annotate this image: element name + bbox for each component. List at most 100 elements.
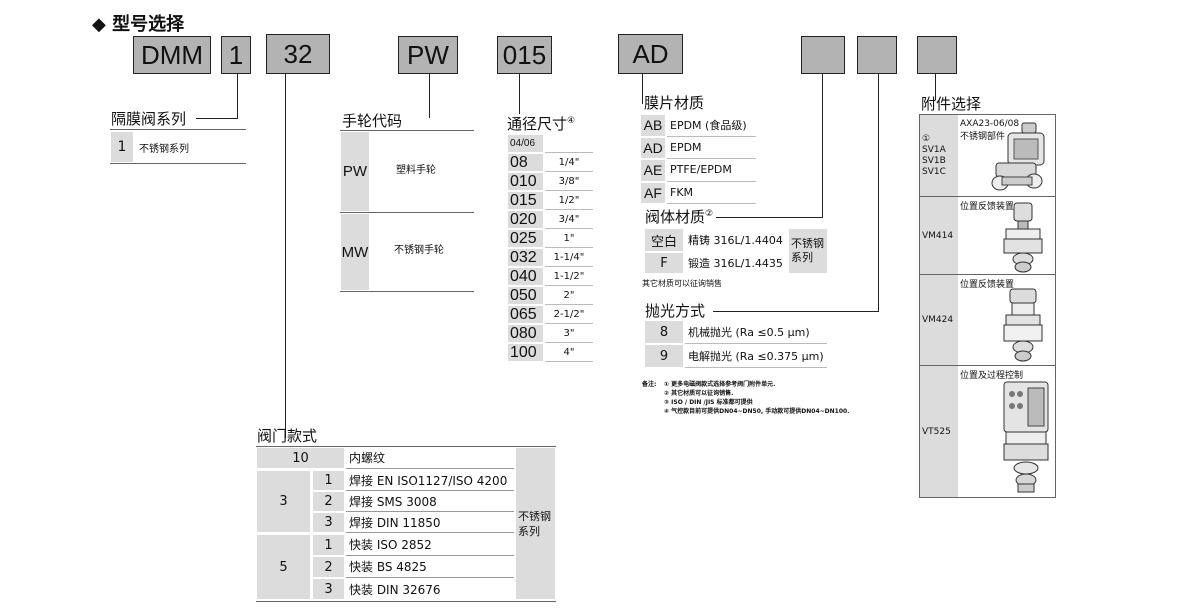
valve-style-text-3-3: 焊接 DIN 11850 bbox=[346, 512, 514, 533]
handwheel-top-border bbox=[340, 130, 474, 131]
size-inch: 1-1/2" bbox=[545, 267, 593, 286]
valve-style-code-5: 5 bbox=[256, 534, 311, 600]
series-bottom-border bbox=[110, 163, 246, 164]
series-label: 隔膜阀系列 bbox=[111, 110, 187, 128]
valve-style-code-3: 3 bbox=[256, 470, 311, 533]
connector-polish-h bbox=[713, 311, 879, 312]
solenoid-valve-icon bbox=[991, 122, 1045, 191]
polish-text-mechanical: 机械抛光 (Ra ≤0.5 μm) bbox=[685, 320, 827, 344]
handwheel-bottom-border bbox=[340, 291, 474, 292]
size-code: 010 bbox=[507, 172, 544, 191]
page-title: ◆ 型号选择 bbox=[92, 14, 185, 35]
connector-body-material bbox=[822, 74, 823, 217]
notes-line-4: ④ 气控款目前可提供DN04~DN50, 手动款可提供DN04~DN100. bbox=[664, 408, 850, 415]
accessory-code-1d: SV1C bbox=[922, 166, 946, 177]
valve-style-sub-5-3: 3 bbox=[312, 578, 345, 600]
size-inch: 1/2" bbox=[545, 191, 593, 210]
connector-membrane bbox=[642, 74, 643, 104]
accessory-code-1a: ① bbox=[922, 133, 931, 144]
notes-line-1: ① 更多电磁阀款式选择参考阀门附件单元. bbox=[664, 381, 776, 388]
size-code: 100 bbox=[507, 343, 544, 362]
code-box-series-name: DMM bbox=[133, 36, 211, 74]
membrane-code: AD bbox=[640, 136, 666, 159]
accessory-label: 附件选择 bbox=[921, 95, 982, 113]
size-label: 通径尺寸④ bbox=[507, 113, 575, 134]
handwheel-label: 手轮代码 bbox=[342, 112, 403, 130]
valve-style-sub-3-1: 1 bbox=[312, 470, 345, 491]
size-code: 065 bbox=[507, 305, 544, 324]
handwheel-text-pw: 塑料手轮 bbox=[396, 131, 474, 203]
valve-style-text-3-1: 焊接 EN ISO1127/ISO 4200 bbox=[346, 470, 514, 491]
polish-code-8: 8 bbox=[644, 320, 684, 344]
polish-label: 抛光方式 bbox=[645, 302, 706, 320]
series-text: 不锈钢系列 bbox=[136, 131, 246, 163]
valve-style-sub-5-2: 2 bbox=[312, 556, 345, 578]
size-inch: 1-1/4" bbox=[545, 248, 593, 267]
size-code: 040 bbox=[507, 267, 544, 286]
size-inch: 2-1/2" bbox=[545, 305, 593, 324]
size-inch: 1/4" bbox=[545, 153, 593, 172]
size-code: 015 bbox=[507, 191, 544, 210]
membrane-code: AF bbox=[640, 181, 666, 204]
accessory-desc-3: 位置反馈装置 bbox=[960, 280, 1015, 290]
valve-style-sub-3-2: 2 bbox=[312, 491, 345, 512]
code-box-size: 015 bbox=[497, 36, 552, 74]
accessory-desc-4: 位置及过程控制 bbox=[960, 371, 1024, 381]
accessory-desc-1b: 不锈钢部件 bbox=[960, 132, 1006, 142]
accessory-row-2: VM414 位置反馈装置 bbox=[920, 197, 1055, 275]
valve-style-text-5-1: 快装 ISO 2852 bbox=[346, 534, 514, 556]
code-box-polish bbox=[857, 36, 897, 74]
size-inch: 3/8" bbox=[545, 172, 593, 191]
code-box-body-material bbox=[801, 36, 845, 74]
code-box-accessory bbox=[917, 36, 957, 74]
valve-style-code-10: 10 bbox=[256, 447, 345, 469]
body-material-code-blank: 空白 bbox=[644, 228, 684, 252]
membrane-text: FKM bbox=[667, 181, 756, 204]
connector-body-material-h bbox=[716, 217, 823, 218]
accessory-table: ① SV1A SV1B SV1C AXA23-06/08 不锈钢部件 VM414… bbox=[919, 114, 1056, 498]
accessory-row-3: VM424 位置反馈装置 bbox=[920, 275, 1055, 366]
body-material-code-f: F bbox=[644, 252, 684, 274]
accessory-row-1: ① SV1A SV1B SV1C AXA23-06/08 不锈钢部件 bbox=[920, 115, 1055, 197]
body-material-text-cast: 精铸 316L/1.4404 bbox=[685, 228, 787, 252]
valve-style-text-5-2: 快装 BS 4825 bbox=[346, 556, 514, 578]
size-code: 08 bbox=[507, 153, 544, 172]
size-inch bbox=[545, 134, 593, 153]
membrane-text: PTFE/EPDM bbox=[667, 159, 756, 182]
notes-line-3: ③ ISO / DIN /JIS 标准都可提供 bbox=[664, 399, 753, 406]
position-feedback-icon bbox=[1003, 288, 1043, 362]
handwheel-code-mw: MW bbox=[340, 213, 370, 291]
body-material-label-text: 阀体材质 bbox=[645, 208, 706, 226]
accessory-code-1b: SV1A bbox=[922, 144, 946, 155]
body-material-note: 其它材质可以征询销售 bbox=[642, 279, 722, 288]
valve-style-sub-5-1: 1 bbox=[312, 534, 345, 556]
connector-handwheel bbox=[429, 74, 430, 118]
series-top-border bbox=[110, 129, 246, 130]
polish-code-9: 9 bbox=[644, 344, 684, 368]
position-feedback-icon bbox=[1003, 202, 1043, 273]
code-box-handwheel: PW bbox=[398, 36, 458, 74]
body-material-label: 阀体材质② bbox=[645, 206, 713, 227]
size-code: 025 bbox=[507, 229, 544, 248]
handwheel-code-pw: PW bbox=[340, 131, 370, 212]
size-code: 032 bbox=[507, 248, 544, 267]
accessory-code-4: VT525 bbox=[920, 366, 958, 497]
size-code: 020 bbox=[507, 210, 544, 229]
membrane-text: EPDM bbox=[667, 136, 756, 159]
valve-style-text-10: 内螺纹 bbox=[346, 447, 514, 469]
size-code: 04/06 bbox=[507, 134, 544, 153]
accessory-code-1c: SV1B bbox=[922, 155, 946, 166]
connector-series bbox=[237, 74, 238, 118]
code-box-series: 1 bbox=[221, 36, 251, 74]
connector-size bbox=[519, 74, 520, 114]
accessory-code-2: VM414 bbox=[920, 197, 958, 274]
connector-accessory bbox=[935, 74, 936, 100]
handwheel-text-mw: 不锈钢手轮 bbox=[394, 213, 474, 285]
body-material-text-forged: 锻造 316L/1.4435 bbox=[685, 252, 787, 274]
membrane-text: EPDM (食品级) bbox=[667, 114, 756, 137]
size-inch: 2" bbox=[545, 286, 593, 305]
valve-style-top-border bbox=[256, 446, 556, 447]
accessory-desc-1: AXA23-06/08 bbox=[960, 119, 1020, 129]
process-controller-icon bbox=[1003, 381, 1049, 493]
